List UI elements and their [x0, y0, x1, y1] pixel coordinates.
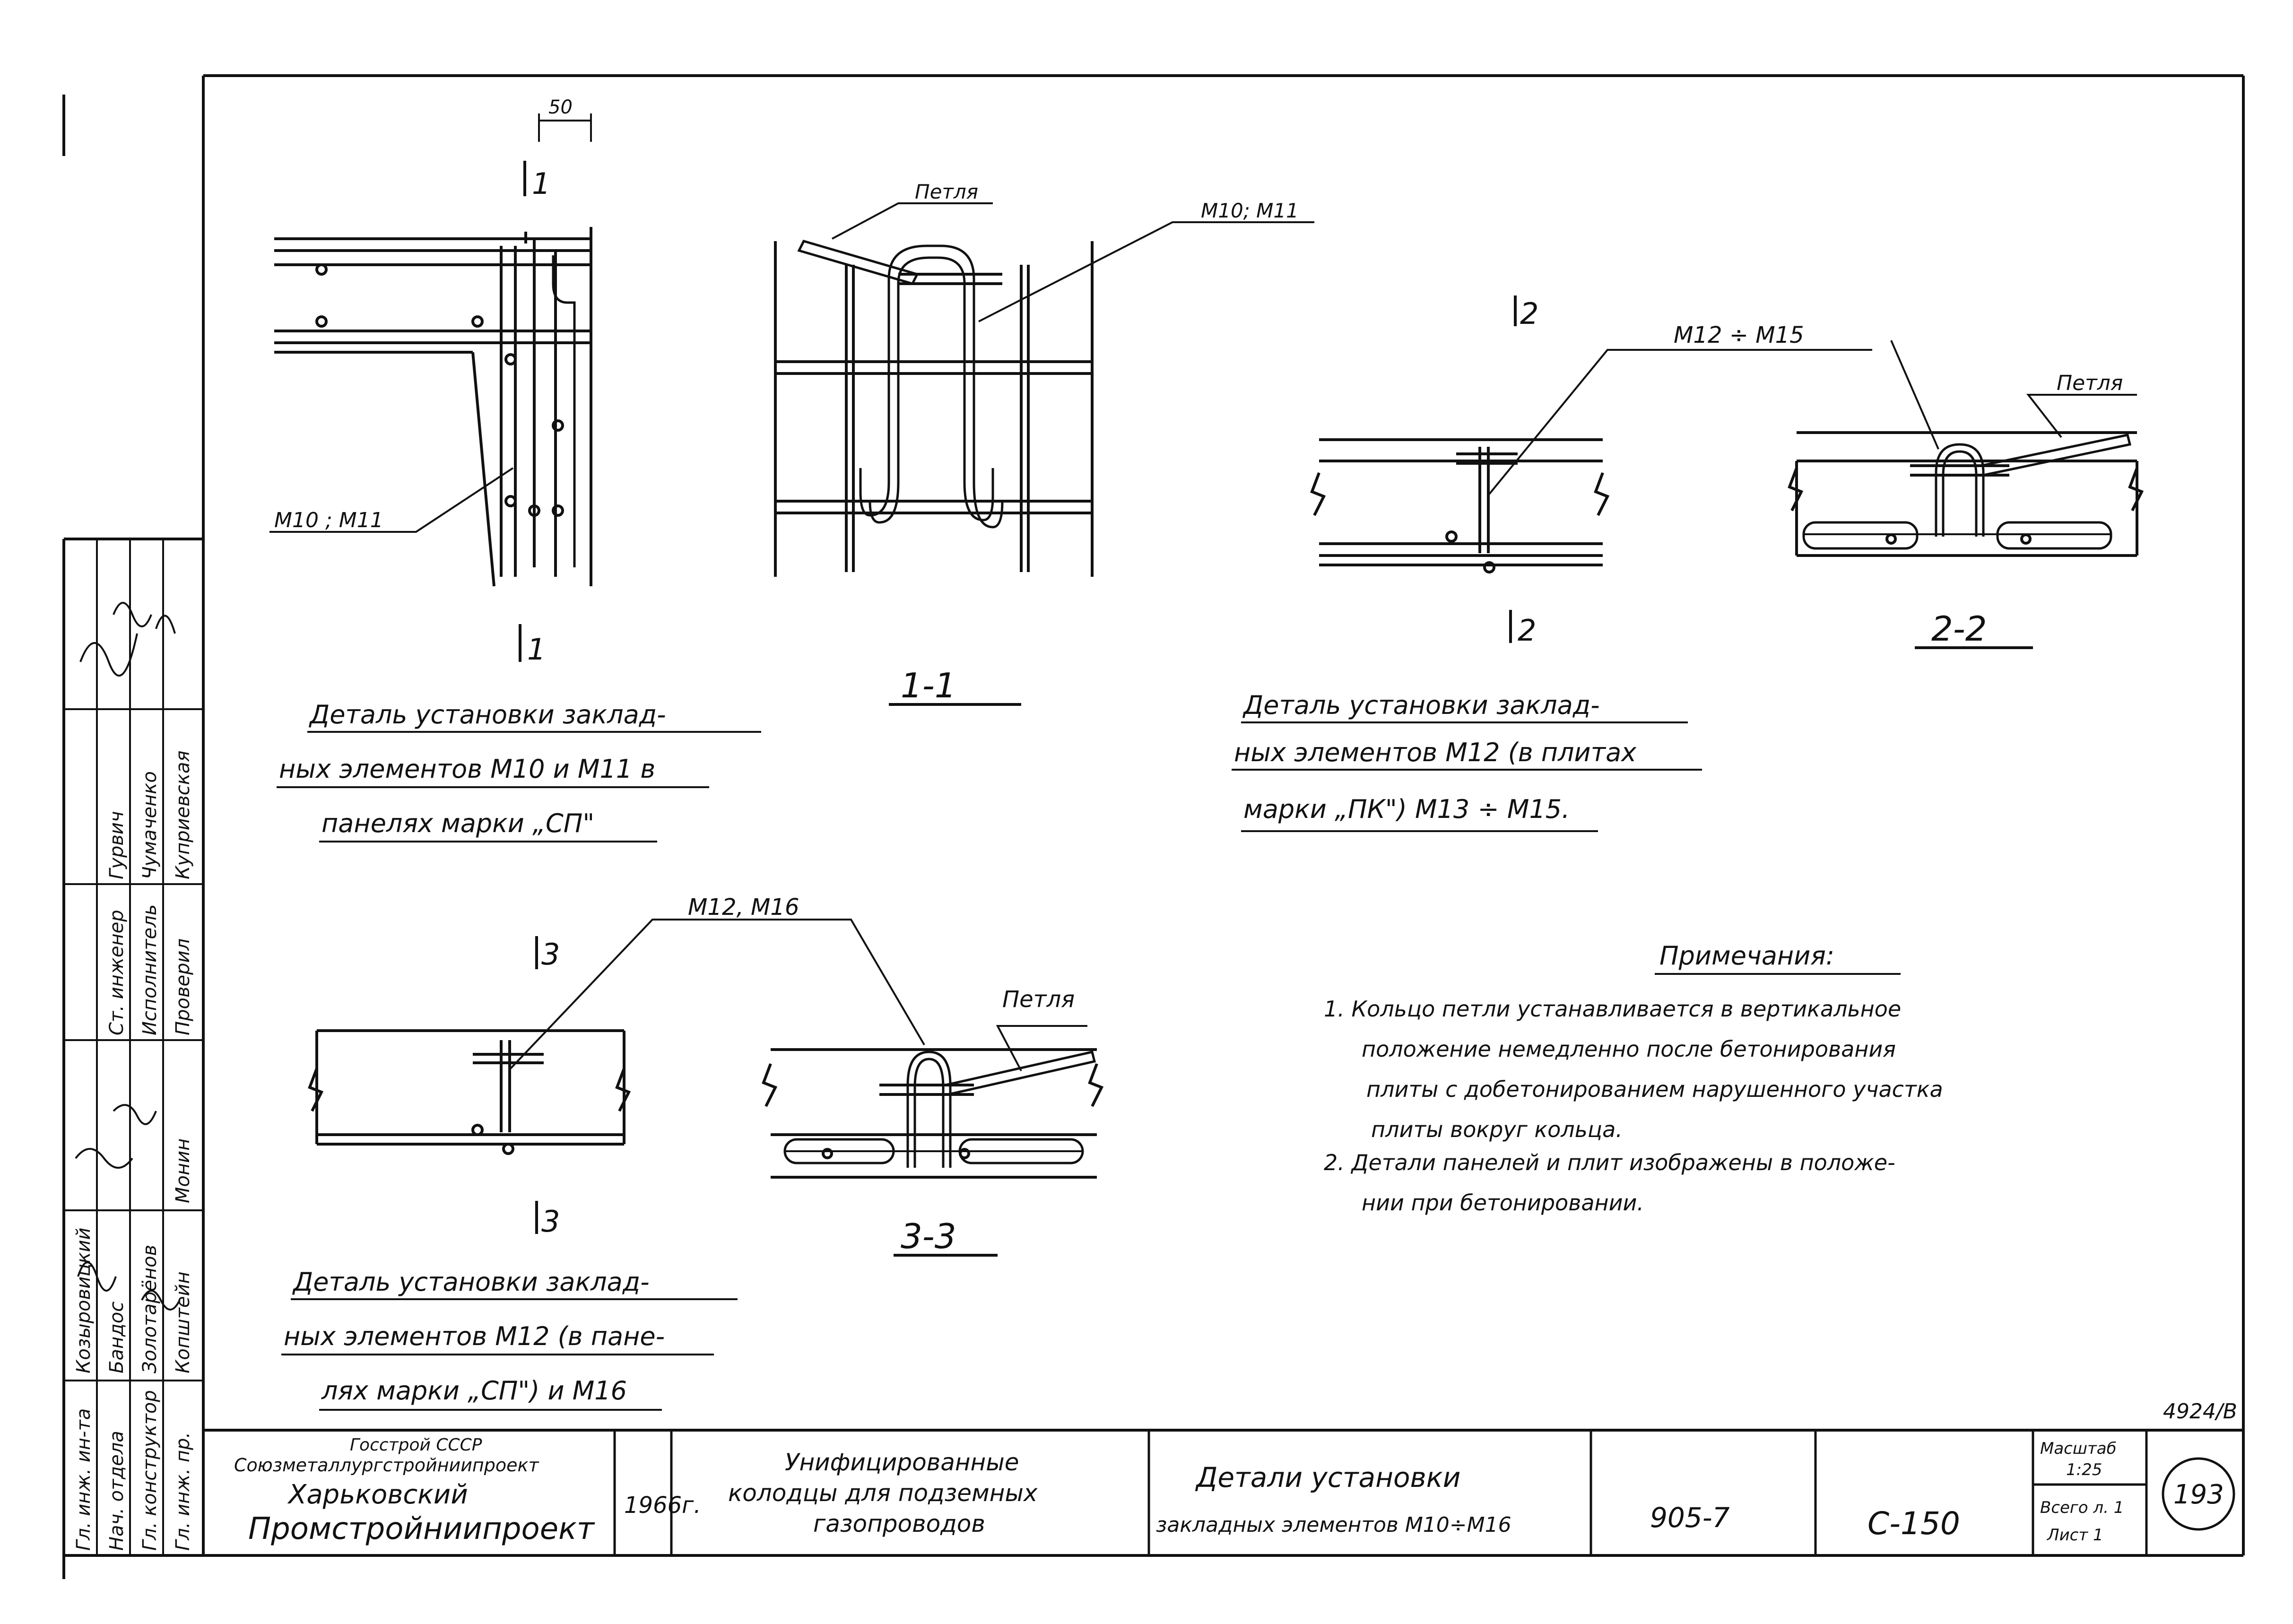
project-line-2: колодцы для подземных — [728, 1479, 1038, 1507]
note-line-1: 1. Кольцо петли устанавливается в вертик… — [1324, 996, 1901, 1022]
section-mark-2-bottom: 2 — [1518, 613, 1536, 648]
stamp-name-8: Куприевская — [172, 750, 194, 879]
label-loop-3: Петля — [1002, 986, 1075, 1013]
stamp-name-5: Монин — [172, 1138, 194, 1203]
section-mark-2-top: 2 — [1520, 296, 1538, 331]
sheet-title-line-2: закладных элементов М10÷М16 — [1156, 1513, 1511, 1537]
caption-1-line-2: ных элементов М10 и М11 в — [279, 754, 655, 784]
detail-2-slab — [1310, 295, 1872, 643]
label-m10-m11-b: М10 ; М11 — [274, 508, 383, 532]
org-line-3: Харьковский — [287, 1479, 468, 1510]
stamp-role-5: Ст. инженер — [106, 910, 128, 1035]
notes-title: Примечания: — [1659, 941, 1834, 971]
label-loop-2: Петля — [2057, 371, 2123, 395]
side-stamp: Гл. инж. ин-та Нач. отдела Гл. конструкт… — [73, 602, 194, 1551]
year: 1966г. — [624, 1492, 701, 1519]
stamp-role-1: Гл. инж. ин-та — [73, 1408, 95, 1551]
label-loop-1: Петля — [915, 180, 978, 203]
label-m12-m15: М12 ÷ М15 — [1674, 322, 1804, 348]
label-m12-m16: М12, М16 — [688, 894, 799, 921]
stamp-name-4: Копштейн — [172, 1271, 194, 1373]
project-line-3: газопроводов — [813, 1510, 985, 1537]
stamp-role-3: Гл. конструктор — [139, 1390, 161, 1551]
sheet-frame — [62, 74, 2245, 1579]
section-2-2 — [1788, 340, 2144, 649]
stamp-role-2: Нач. отдела — [106, 1431, 128, 1551]
scale-value: 1:25 — [2066, 1460, 2102, 1479]
sheet-number: Лист 1 — [2046, 1526, 2103, 1545]
section-3-3 — [762, 1025, 1104, 1257]
note-line-4: плиты вокруг кольца. — [1371, 1117, 1623, 1142]
total-sheets: Всего л. 1 — [2040, 1498, 2124, 1517]
note-line-3: плиты с добетонированием нарушенного уча… — [1366, 1077, 1943, 1102]
title-block-grid — [613, 1430, 2148, 1555]
stamp-name-3: Золотарёнов — [139, 1245, 161, 1373]
org-line-1: Госстрой СССР — [350, 1435, 482, 1455]
signature-squiggles — [75, 602, 181, 1311]
caption-2-line-3: марки „ПК") М13 ÷ М15. — [1243, 794, 1570, 824]
caption-1-line-1: Деталь установки заклад- — [309, 700, 666, 729]
notes: Примечания: 1. Кольцо петли устанавливае… — [1324, 941, 1943, 1216]
stamp-name-1: Козыровицкий — [73, 1227, 95, 1373]
sheet-title-line-1: Детали установки — [1195, 1461, 1460, 1494]
section-mark-3-top: 3 — [541, 937, 560, 972]
caption-3-line-2: ных элементов М12 (в пане- — [284, 1321, 665, 1351]
section-mark-1-top: 1 — [532, 166, 550, 201]
section-title-1-1: 1-1 — [901, 666, 956, 705]
org-line-2: Союзметаллургстройниипроект — [234, 1455, 539, 1476]
section-title-3-3: 3-3 — [901, 1216, 956, 1256]
caption-2: Деталь установки заклад- ных элементов М… — [1232, 690, 1702, 832]
caption-1-line-3: панелях марки „СП" — [321, 808, 594, 838]
archive-number: 4924/В — [2163, 1399, 2237, 1424]
note-line-6: нии при бетонировании. — [1362, 1190, 1644, 1216]
stamp-role-6: Исполнитель — [139, 904, 161, 1035]
stamp-name-6: Гурвич — [106, 811, 128, 879]
note-line-5: 2. Детали панелей и плит изображены в по… — [1324, 1150, 1895, 1175]
caption-2-line-2: ных элементов М12 (в плитах — [1234, 738, 1637, 767]
page-number-circle — [2162, 1457, 2235, 1531]
detail-1-panel — [269, 113, 592, 662]
stamp-name-2: Бандос — [106, 1302, 128, 1373]
caption-1: Деталь установки заклад- ных элементов М… — [277, 700, 761, 842]
detail-3-panel — [308, 919, 925, 1234]
label-m10-m11-a: М10; М11 — [1201, 199, 1299, 222]
drawing-code: С-150 — [1867, 1505, 1960, 1542]
caption-3-line-1: Деталь установки заклад- — [292, 1267, 650, 1297]
stamp-name-7: Чумаченко — [139, 771, 161, 879]
stamp-role-4: Гл. инж. пр. — [172, 1432, 194, 1551]
stamp-role-7: Проверил — [172, 938, 194, 1035]
title-block: Госстрой СССР Союзметаллургстройниипроек… — [234, 1399, 2237, 1546]
caption-3: Деталь установки заклад- ных элементов М… — [281, 1267, 738, 1411]
section-1-1 — [774, 202, 1314, 706]
section-mark-1-bottom: 1 — [527, 632, 546, 667]
side-stamp-grid — [64, 539, 203, 1555]
section-title-2-2: 2-2 — [1931, 609, 1987, 649]
series-number: 905-7 — [1650, 1502, 1730, 1534]
dim-50: 50 — [548, 96, 573, 118]
project-line-1: Унифицированные — [785, 1449, 1019, 1476]
org-line-4: Промстройниипроект — [248, 1511, 595, 1546]
caption-2-line-1: Деталь установки заклад- — [1242, 690, 1600, 720]
page-number: 193 — [2173, 1479, 2224, 1510]
scale-label: Масштаб — [2040, 1439, 2117, 1458]
caption-3-line-3: лях марки „СП") и М16 — [321, 1376, 627, 1406]
note-line-2: положение немедленно после бетонирования — [1362, 1036, 1896, 1062]
section-mark-3-bottom: 3 — [541, 1204, 560, 1239]
